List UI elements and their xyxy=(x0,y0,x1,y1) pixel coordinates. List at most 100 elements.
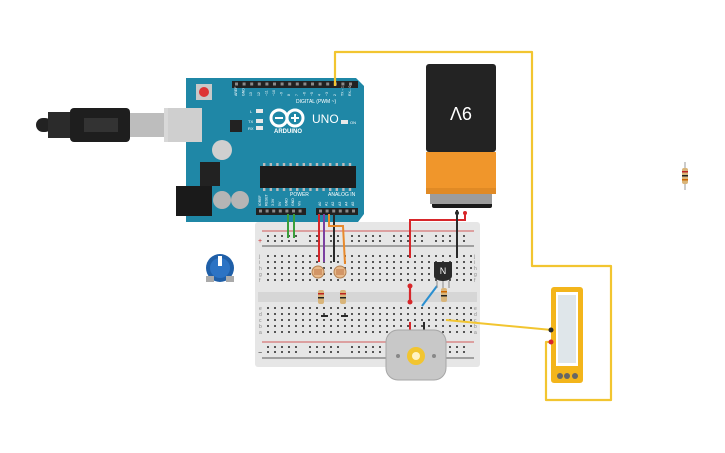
breadboard-hole[interactable] xyxy=(372,331,374,333)
breadboard-hole[interactable] xyxy=(365,261,367,263)
rail-hole[interactable] xyxy=(330,351,332,353)
breadboard-hole[interactable] xyxy=(414,319,416,321)
breadboard-hole[interactable] xyxy=(386,325,388,327)
rail-hole[interactable] xyxy=(372,240,374,242)
header-pin[interactable] xyxy=(280,82,284,86)
breadboard-hole[interactable] xyxy=(288,313,290,315)
rail-hole[interactable] xyxy=(435,240,437,242)
rail-hole[interactable] xyxy=(358,235,360,237)
breadboard-hole[interactable] xyxy=(372,313,374,315)
rail-hole[interactable] xyxy=(288,351,290,353)
breadboard-hole[interactable] xyxy=(330,273,332,275)
breadboard-hole[interactable] xyxy=(463,267,465,269)
breadboard-hole[interactable] xyxy=(302,331,304,333)
breadboard-hole[interactable] xyxy=(337,261,339,263)
breadboard-hole[interactable] xyxy=(323,331,325,333)
rail-hole[interactable] xyxy=(351,351,353,353)
breadboard-hole[interactable] xyxy=(295,267,297,269)
breadboard-hole[interactable] xyxy=(400,267,402,269)
breadboard-hole[interactable] xyxy=(435,255,437,257)
rail-hole[interactable] xyxy=(365,346,367,348)
rail-hole[interactable] xyxy=(365,235,367,237)
breadboard-hole[interactable] xyxy=(386,279,388,281)
breadboard-hole[interactable] xyxy=(351,325,353,327)
breadboard-hole[interactable] xyxy=(309,273,311,275)
breadboard-hole[interactable] xyxy=(281,273,283,275)
breadboard-hole[interactable] xyxy=(442,325,444,327)
breadboard-hole[interactable] xyxy=(281,255,283,257)
breadboard-hole[interactable] xyxy=(274,261,276,263)
rail-hole[interactable] xyxy=(309,351,311,353)
wire-yellow-signal[interactable] xyxy=(333,50,613,402)
breadboard-hole[interactable] xyxy=(267,261,269,263)
header-pin[interactable] xyxy=(292,209,295,213)
breadboard-hole[interactable] xyxy=(470,313,472,315)
breadboard-hole[interactable] xyxy=(267,313,269,315)
breadboard-hole[interactable] xyxy=(449,325,451,327)
breadboard-hole[interactable] xyxy=(288,273,290,275)
breadboard-hole[interactable] xyxy=(323,279,325,281)
breadboard-hole[interactable] xyxy=(337,319,339,321)
breadboard-hole[interactable] xyxy=(365,267,367,269)
breadboard-hole[interactable] xyxy=(281,267,283,269)
header-pin[interactable] xyxy=(352,209,355,213)
breadboard-hole[interactable] xyxy=(414,255,416,257)
breadboard-hole[interactable] xyxy=(274,307,276,309)
breadboard-hole[interactable] xyxy=(449,279,451,281)
breadboard-hole[interactable] xyxy=(330,267,332,269)
breadboard-hole[interactable] xyxy=(358,307,360,309)
breadboard-hole[interactable] xyxy=(274,273,276,275)
breadboard-hole[interactable] xyxy=(344,313,346,315)
header-pin[interactable] xyxy=(259,209,262,213)
breadboard-hole[interactable] xyxy=(435,279,437,281)
breadboard-hole[interactable] xyxy=(274,279,276,281)
rail-hole[interactable] xyxy=(456,346,458,348)
breadboard-hole[interactable] xyxy=(456,279,458,281)
rail-hole[interactable] xyxy=(274,351,276,353)
breadboard-hole[interactable] xyxy=(337,325,339,327)
breadboard-hole[interactable] xyxy=(330,325,332,327)
rail-hole[interactable] xyxy=(358,240,360,242)
breadboard-hole[interactable] xyxy=(393,273,395,275)
breadboard-hole[interactable] xyxy=(435,307,437,309)
breadboard-hole[interactable] xyxy=(295,313,297,315)
header-pin[interactable] xyxy=(265,209,269,213)
rail-hole[interactable] xyxy=(337,235,339,237)
breadboard-hole[interactable] xyxy=(274,319,276,321)
breadboard-hole[interactable] xyxy=(267,279,269,281)
rail-hole[interactable] xyxy=(330,346,332,348)
breadboard-hole[interactable] xyxy=(358,331,360,333)
rail-hole[interactable] xyxy=(309,240,311,242)
header-pin[interactable] xyxy=(298,209,302,213)
breadboard-hole[interactable] xyxy=(449,331,451,333)
breadboard-hole[interactable] xyxy=(456,313,458,315)
rail-hole[interactable] xyxy=(421,235,423,237)
breadboard-hole[interactable] xyxy=(421,261,423,263)
rail-hole[interactable] xyxy=(309,346,311,348)
breadboard-hole[interactable] xyxy=(393,255,395,257)
breadboard-hole[interactable] xyxy=(407,279,409,281)
breadboard-hole[interactable] xyxy=(421,273,423,275)
breadboard-hole[interactable] xyxy=(421,267,423,269)
breadboard-hole[interactable] xyxy=(442,313,444,315)
breadboard-hole[interactable] xyxy=(407,273,409,275)
rail-hole[interactable] xyxy=(323,346,325,348)
rail-hole[interactable] xyxy=(295,235,297,237)
rail-hole[interactable] xyxy=(337,351,339,353)
breadboard-hole[interactable] xyxy=(288,279,290,281)
breadboard-hole[interactable] xyxy=(267,255,269,257)
breadboard-hole[interactable] xyxy=(393,267,395,269)
potentiometer-icon[interactable] xyxy=(206,254,234,282)
breadboard-hole[interactable] xyxy=(463,313,465,315)
breadboard-hole[interactable] xyxy=(435,319,437,321)
breadboard-hole[interactable] xyxy=(274,267,276,269)
breadboard-hole[interactable] xyxy=(379,273,381,275)
rail-hole[interactable] xyxy=(337,240,339,242)
wire-orange-a2[interactable] xyxy=(328,214,346,265)
breadboard-hole[interactable] xyxy=(372,319,374,321)
breadboard-hole[interactable] xyxy=(386,267,388,269)
rail-hole[interactable] xyxy=(351,235,353,237)
breadboard-hole[interactable] xyxy=(309,331,311,333)
